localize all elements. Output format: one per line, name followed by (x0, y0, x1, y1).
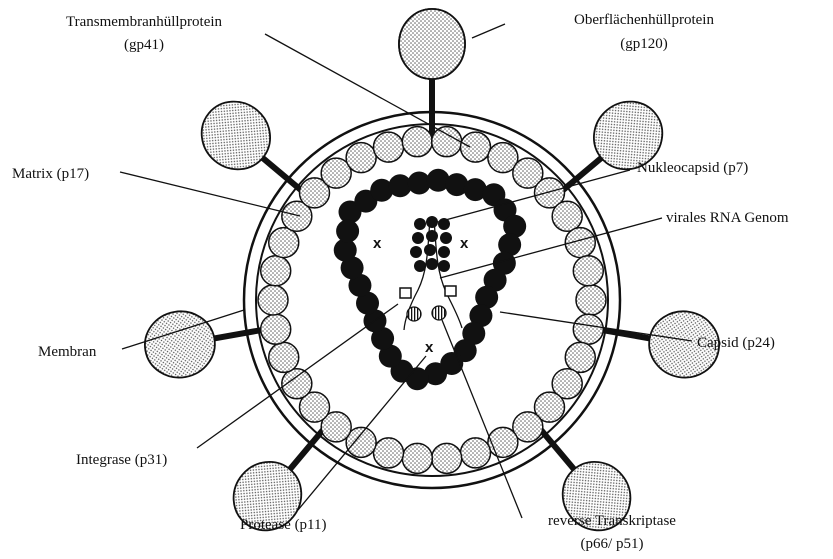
matrix-protein (261, 314, 291, 344)
matrix-protein (402, 127, 432, 157)
label-protease: Protease (p11) (240, 517, 327, 533)
label-nucleocapsid: Nukleocapsid (p7) (637, 160, 748, 176)
leader-rna-genome (440, 218, 662, 278)
matrix-protein (402, 443, 432, 473)
matrix-protein (576, 285, 606, 315)
integrase-square-left (400, 288, 411, 298)
matrix-protein (461, 438, 491, 468)
nucleocapsid-protein (426, 230, 438, 242)
label-integrase: Integrase (p31) (76, 452, 167, 468)
matrix-protein (432, 127, 462, 157)
nucleocapsid-protein (438, 260, 450, 272)
matrix-protein (346, 143, 376, 173)
reverse-transcriptase-left (407, 307, 421, 321)
spike-head (549, 448, 645, 544)
protease-marker-left: x (373, 235, 382, 252)
matrix-protein (261, 256, 291, 286)
matrix-protein (373, 438, 403, 468)
nucleocapsid-protein (426, 258, 438, 270)
spike-head (188, 88, 284, 184)
matrix-protein (258, 285, 288, 315)
label-rna-genome: virales RNA Genom (666, 210, 789, 226)
nucleocapsid-protein (412, 232, 424, 244)
label-membrane: Membran (38, 344, 97, 360)
integrase-square-right (445, 286, 456, 296)
label-matrix: Matrix (p17) (12, 166, 89, 182)
spike-head (399, 9, 465, 79)
matrix-protein (269, 342, 299, 372)
membrane-outer (244, 112, 620, 488)
nucleocapsid-cluster (410, 216, 452, 272)
label-surface-line2: (gp120) (620, 36, 668, 52)
reverse-transcriptase-right (432, 306, 446, 320)
spike-head (140, 306, 220, 383)
matrix-protein (488, 427, 518, 457)
matrix-protein (461, 132, 491, 162)
label-capsid: Capsid (p24) (697, 335, 775, 351)
matrix-protein (432, 443, 462, 473)
label-reverse-transcriptase-line2: (p66/ p51) (581, 536, 644, 552)
envelope-spike (555, 88, 677, 197)
envelope-spike (399, 9, 465, 140)
label-surface-line1: Oberflächenhüllprotein (574, 12, 714, 28)
protease-marker-right: x (460, 235, 469, 252)
nucleocapsid-protein (414, 218, 426, 230)
leader-reverse-transcriptase (442, 320, 522, 518)
nucleocapsid-protein (424, 244, 436, 256)
nucleocapsid-protein (426, 216, 438, 228)
leader-surface (472, 24, 505, 38)
matrix-protein (373, 132, 403, 162)
envelope-spike (140, 306, 275, 383)
nucleocapsid-protein (440, 232, 452, 244)
label-reverse-transcriptase-line1: reverse Transkriptase (548, 513, 676, 529)
nucleocapsid-protein (438, 246, 450, 258)
matrix-protein (269, 228, 299, 258)
envelope-spike (188, 88, 310, 197)
capsid-core (334, 169, 526, 390)
matrix-protein (565, 342, 595, 372)
label-transmembrane-line1: Transmembranhüllprotein (66, 14, 223, 30)
protease-marker-bottom: x (425, 339, 434, 356)
matrix-protein (573, 256, 603, 286)
leader-matrix (120, 172, 300, 216)
label-transmembrane-line2: (gp41) (124, 37, 164, 53)
nucleocapsid-protein (410, 246, 422, 258)
matrix-protein (552, 201, 582, 231)
capsid-protein (336, 220, 359, 243)
matrix-protein (573, 314, 603, 344)
